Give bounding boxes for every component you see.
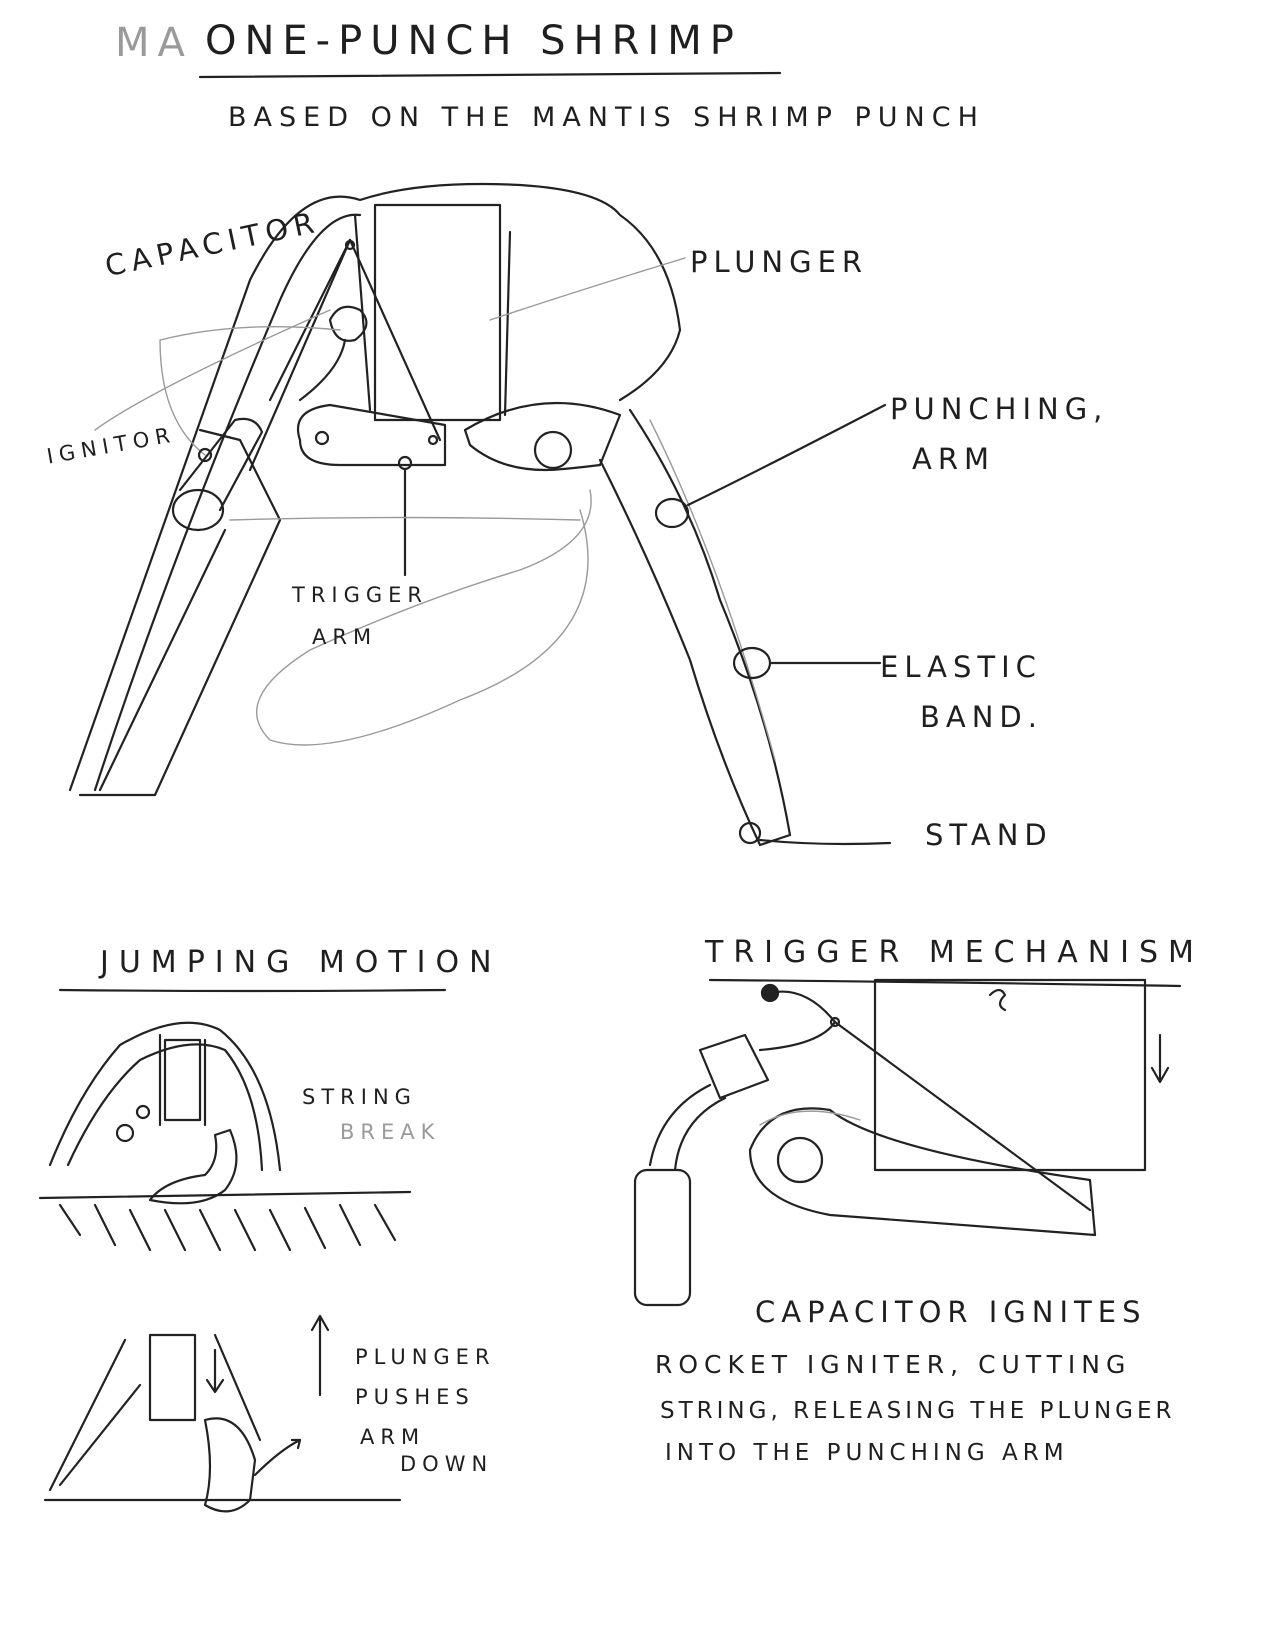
mini-arm [148,1128,238,1205]
body-pencil [229,516,581,521]
label-elastic-band-1: Elastic [880,650,1042,684]
label-punching-arm-2: Arm [912,442,996,476]
label-trigger-arm-2: Arm [312,625,378,649]
ignitor-pointer [94,309,331,431]
label-string-break-1: String [302,1085,417,1109]
capacitor-pointer [159,325,341,456]
capacitor-blob [328,305,368,342]
jumping-motion-diagram [38,988,447,1513]
arm-pivot-hole [533,430,573,470]
label-plunger-note-3: Arm [360,1425,426,1449]
caption-line-4: Into the Punching Arm [665,1440,1069,1466]
mini2-arrow-down [205,1348,225,1394]
plunger-guide-right [503,230,512,417]
tm-igniter-wire [758,1020,837,1052]
left-leg [78,428,282,797]
mini-plunger [163,1038,202,1122]
caption-line-3: String, Releasing the Plunger [660,1398,1176,1424]
mini2-legs [48,1333,262,1492]
string-b [348,238,442,442]
string-a [268,238,352,402]
stand-pointer [758,838,892,846]
trigger-mechanism-heading: Trigger Mechanism [705,935,1204,970]
rocket-tube [178,417,264,512]
label-string-break-2: Break [340,1120,441,1144]
elastic-band [732,646,772,680]
label-plunger: Plunger [690,245,869,279]
stand-dot [738,821,762,845]
punching-arm-pointer [686,403,887,507]
up-arrow [310,1314,330,1397]
label-stand: Stand [925,818,1053,852]
label-trigger-arm-1: Trigger [292,583,429,607]
mini-igniter [115,1123,135,1143]
tail-pencil [255,489,592,746]
tm-pin [829,1016,841,1028]
trigger-underline [708,978,1182,988]
tm-pencil [759,1110,861,1126]
label-punching-arm-1: Punching, [890,392,1109,426]
trigger-mechanism-diagram [633,978,1182,1307]
tm-rocket [633,1168,692,1307]
caption-line-2: Rocket Igniter, Cutting [655,1350,1132,1379]
trigger-pin [427,434,439,446]
rocket-nozzle [171,488,225,532]
tm-arrow-down [1150,1033,1170,1084]
plunger-body [373,203,502,422]
title-prefix: Ma [115,20,193,66]
ground-line [38,1190,412,1200]
mini-arch-outer [48,1021,282,1172]
label-elastic-band-2: Band. [920,700,1043,734]
mini2-plunger [148,1333,197,1422]
trigger-arm-dot [397,455,413,471]
arm-pivot-piece [463,401,622,472]
plunger-pointer-line [489,257,686,321]
pivot-pin [344,239,356,251]
ignitor-dot [197,447,213,463]
title-underline [198,71,782,79]
body-arch-inner [93,213,362,792]
jumping-underline [58,988,447,993]
punching-arm [598,408,792,847]
jumping-motion-heading: Jumping Motion [100,945,502,980]
label-plunger-note-2: Pushes [355,1385,475,1409]
mini-arch-inner [66,1043,264,1172]
main-diagram [68,182,892,847]
arm-joint [654,497,690,529]
ground-hatch [58,1203,397,1252]
label-plunger-note-1: Plunger [355,1345,496,1369]
caption-line-1: Capacitor Ignites [755,1295,1147,1329]
tm-igniter [698,1033,770,1100]
mini2-swing [253,1438,302,1477]
string-c [248,238,352,472]
mini-guide [158,1033,207,1127]
page-title: One-Punch Shrimp [205,18,742,64]
trigger-hole [314,430,330,446]
body-arch [68,182,682,792]
tm-plunger [873,978,1147,1172]
tm-string [768,990,1092,1212]
punching-arm-pencil [649,419,776,761]
page-subtitle: Based on the Mantis Shrimp Punch [228,102,985,133]
tm-pivot [776,1136,824,1184]
capacitor-wire [298,338,347,402]
mini2-arm [203,1417,257,1513]
tm-rocket-hose [648,1083,727,1172]
tm-spring-mark [988,988,1007,1012]
trigger-arm-piece [297,403,447,467]
tm-trigger-arm [748,1107,1097,1237]
label-plunger-note-4: Down [400,1452,494,1476]
left-leg-inner [98,528,227,792]
mini-capacitor [135,1104,151,1120]
